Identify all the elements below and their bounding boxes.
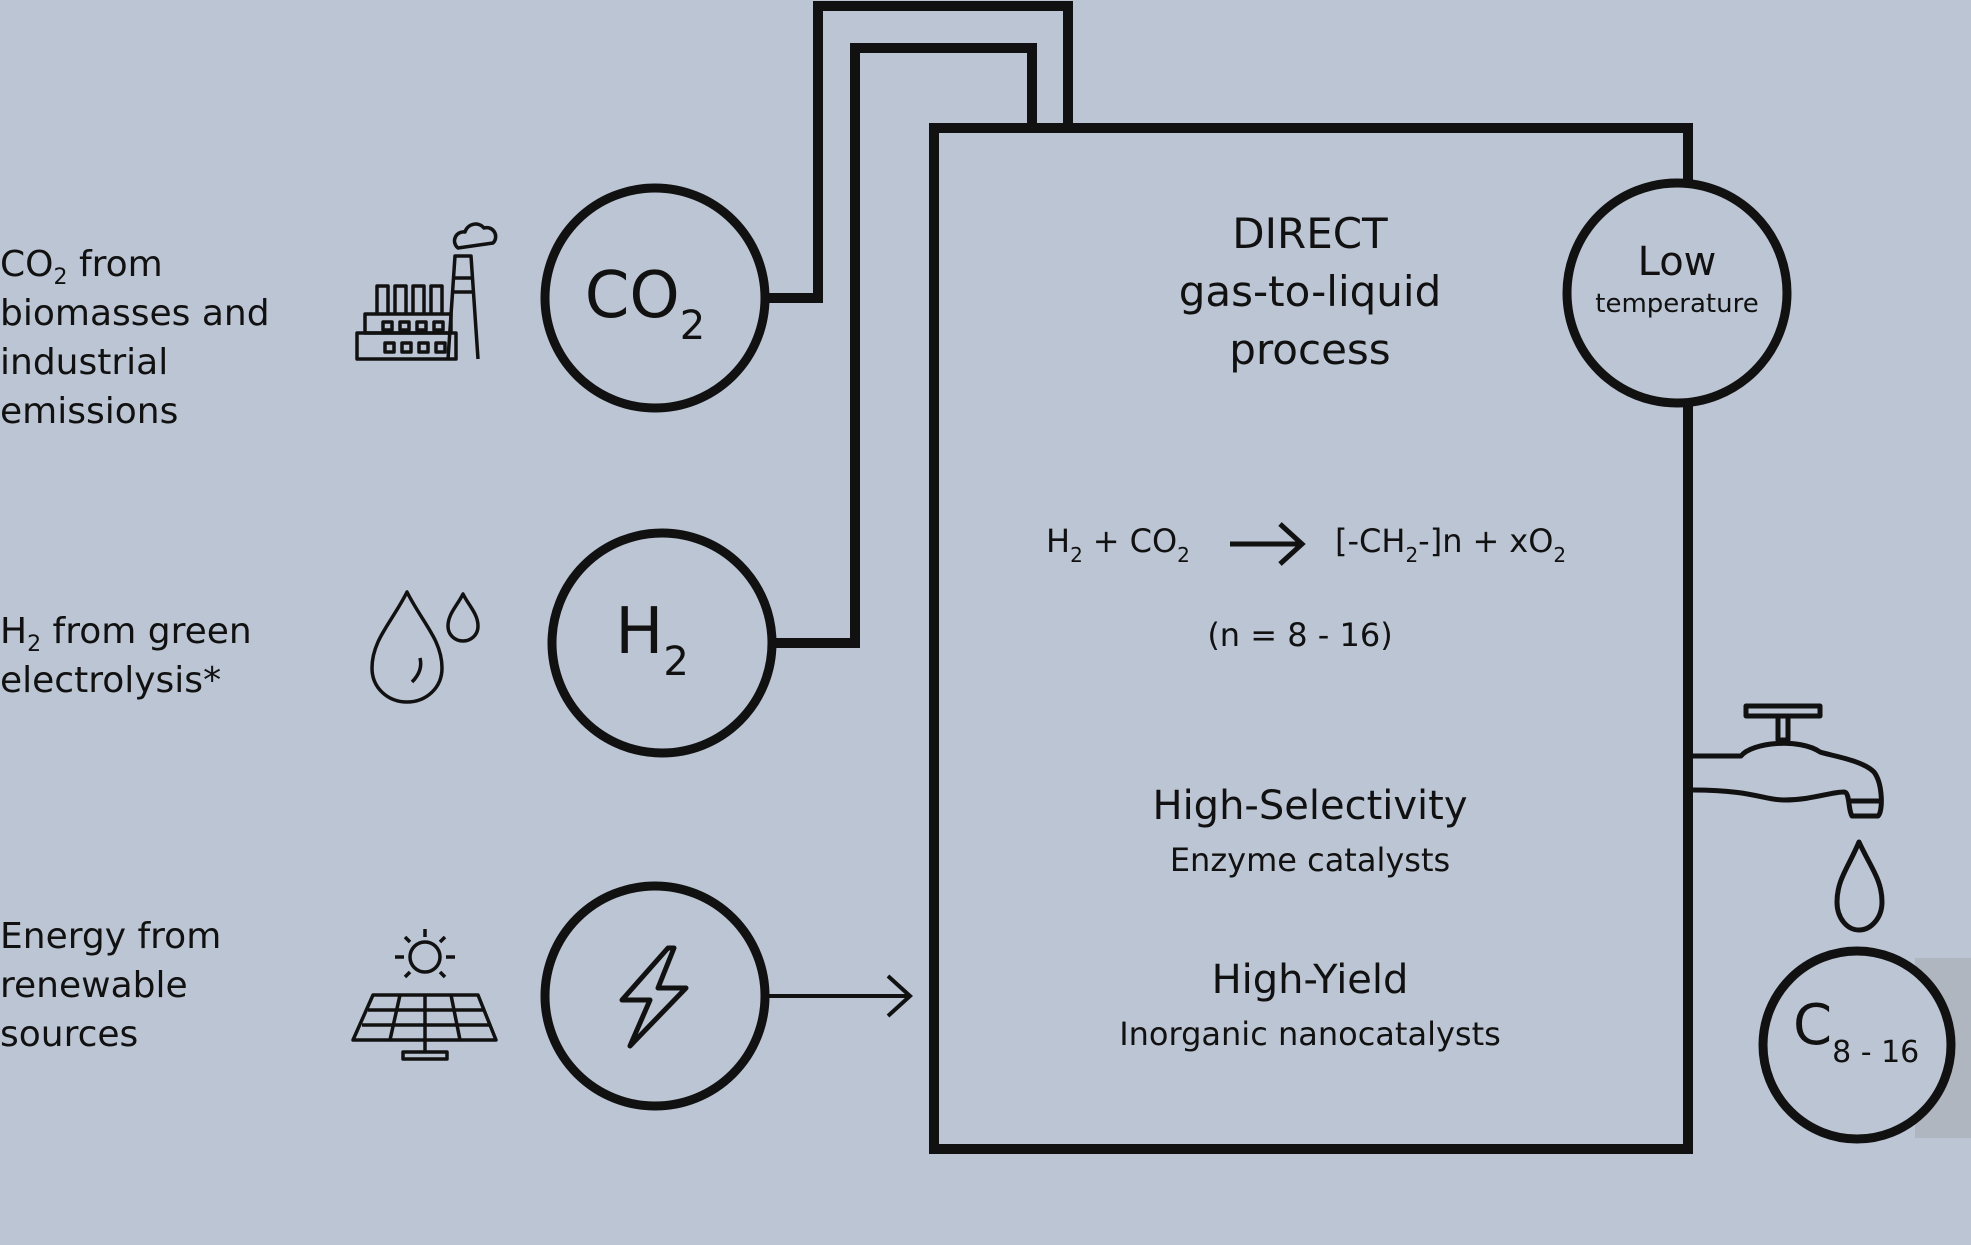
reactor-box bbox=[929, 123, 1693, 1154]
feature2-title: High-Yield bbox=[1212, 957, 1409, 1003]
energy-source-line3: sources bbox=[0, 1014, 139, 1055]
feature1-title: High-Selectivity bbox=[1152, 783, 1467, 829]
process-title-line1: DIRECT bbox=[1232, 209, 1388, 258]
co2-node-label: CO2 bbox=[585, 259, 706, 349]
low-temperature-line2: temperature bbox=[1595, 289, 1758, 319]
energy-source-label: Energy from renewable sources bbox=[0, 912, 221, 1059]
co2-pipe bbox=[768, 1, 1073, 303]
low-temperature-node bbox=[1562, 178, 1792, 408]
energy-source-line2: renewable bbox=[0, 965, 188, 1006]
product-node bbox=[1758, 946, 1956, 1144]
co2-source-line3: industrial bbox=[0, 342, 169, 383]
reaction-arrow bbox=[1230, 522, 1306, 566]
co2-source-line4: emissions bbox=[0, 391, 179, 432]
energy-source-line1: Energy from bbox=[0, 916, 222, 957]
water-drops-icon bbox=[370, 590, 480, 704]
co2-source-label: CO2 from biomasses and industrial emissi… bbox=[0, 240, 270, 436]
co2-node bbox=[540, 183, 770, 413]
reaction-products: [-CH2-]n+xO2 bbox=[1335, 522, 1566, 567]
energy-arrow bbox=[766, 974, 913, 1018]
process-title-line2: gas-to-liquid bbox=[1179, 267, 1441, 316]
h2-node-label: H2 bbox=[615, 595, 689, 685]
h2-source-line2: electrolysis* bbox=[0, 660, 222, 701]
process-title-line3: process bbox=[1229, 325, 1390, 374]
drop-icon bbox=[1834, 839, 1885, 933]
h2-node bbox=[547, 528, 777, 758]
solar-panel-icon bbox=[351, 929, 498, 1061]
low-temperature-line1: Low bbox=[1638, 239, 1717, 285]
factory-icon bbox=[355, 222, 498, 361]
h2-source-label: H2 from green electrolysis* bbox=[0, 607, 252, 705]
feature2-subtitle: Inorganic nanocatalysts bbox=[1119, 1015, 1501, 1053]
reaction-n-range: (n = 8 - 16) bbox=[1207, 616, 1392, 654]
energy-node bbox=[540, 881, 770, 1111]
h2-source-line1: H2 from green bbox=[0, 611, 252, 657]
co2-source-line1: CO2 from bbox=[0, 244, 163, 290]
feature1-subtitle: Enzyme catalysts bbox=[1170, 841, 1450, 879]
product-node-label: C8 - 16 bbox=[1793, 993, 1919, 1070]
h2-pipe bbox=[774, 43, 1037, 648]
lightning-icon bbox=[619, 945, 689, 1049]
reaction-reactants: H2+CO2 bbox=[1046, 522, 1190, 567]
co2-source-line2: biomasses and bbox=[0, 293, 270, 334]
faucet-icon bbox=[1692, 703, 1884, 819]
